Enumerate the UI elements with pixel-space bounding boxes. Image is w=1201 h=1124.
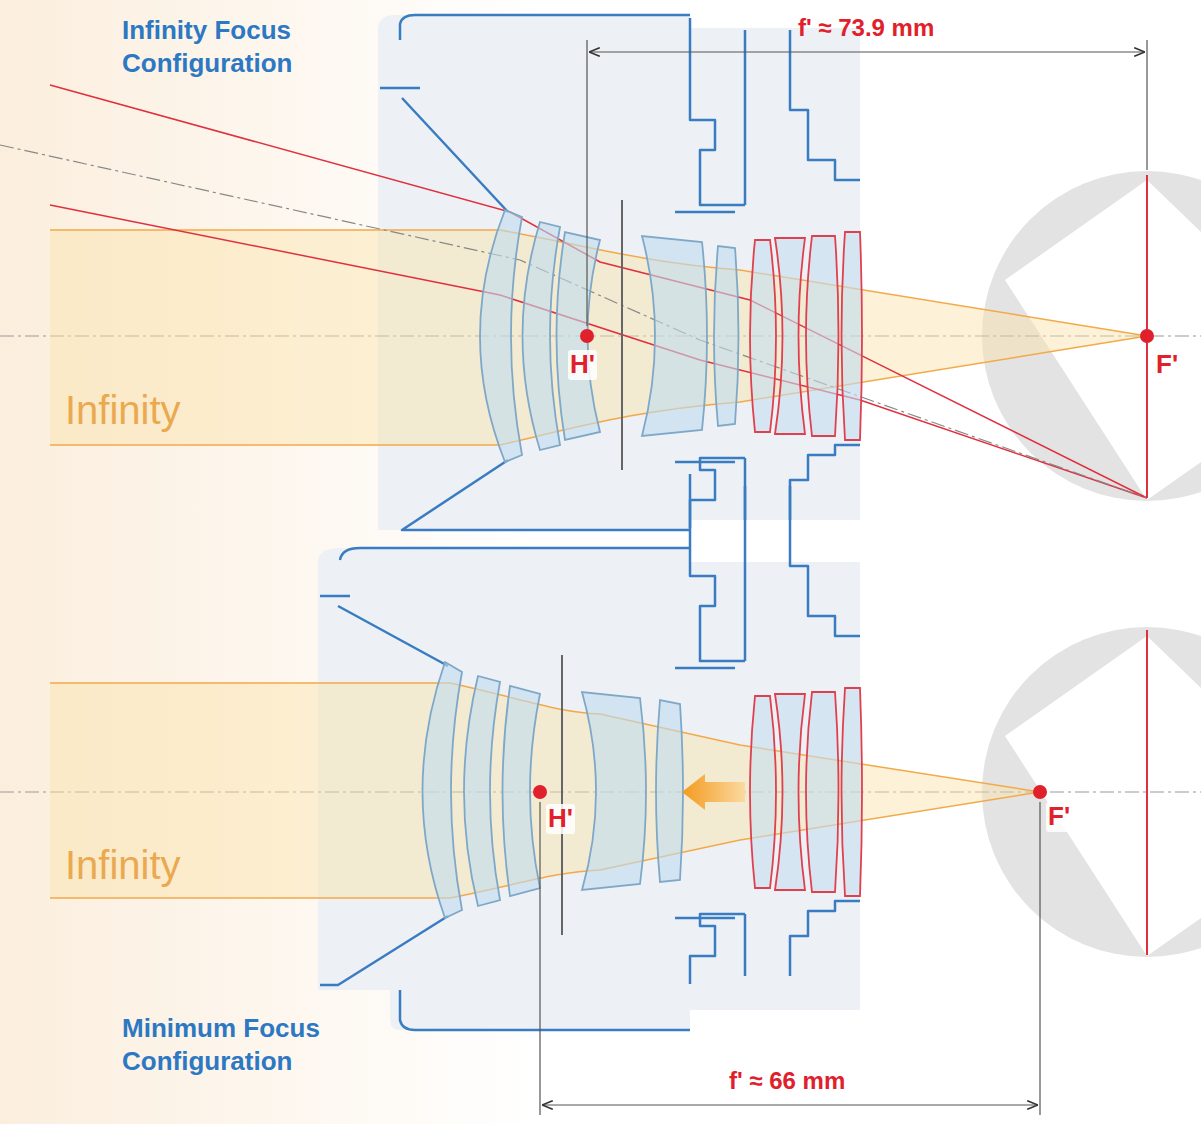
label-slot: Infinity [65, 388, 181, 432]
label-slot: H' [568, 350, 597, 380]
label-slot: Infinity [65, 843, 181, 887]
label-slot: H' [546, 804, 575, 834]
configuration-title: Minimum Focus Configuration [122, 1012, 382, 1077]
label-slot: F' [1046, 802, 1072, 832]
configuration-title: Infinity Focus Configuration [122, 14, 362, 79]
focal-point-label: F' [1046, 802, 1072, 832]
label-slot: Minimum Focus Configuration [122, 1012, 382, 1077]
principal-point-label: H' [568, 350, 597, 380]
focal-length-dimension: f' ≈ 73.9 mm [798, 14, 934, 42]
object-distance-label: Infinity [65, 388, 181, 432]
object-distance-label: Infinity [65, 843, 181, 887]
label-slot: F' [1154, 350, 1180, 380]
focal-point-label: F' [1154, 350, 1180, 380]
label-slot: f' ≈ 73.9 mm [798, 14, 934, 42]
principal-point-label: H' [546, 804, 575, 834]
focal-length-dimension: f' ≈ 66 mm [729, 1067, 845, 1095]
label-slot: f' ≈ 66 mm [729, 1067, 845, 1095]
label-slot: Infinity Focus Configuration [122, 14, 362, 79]
